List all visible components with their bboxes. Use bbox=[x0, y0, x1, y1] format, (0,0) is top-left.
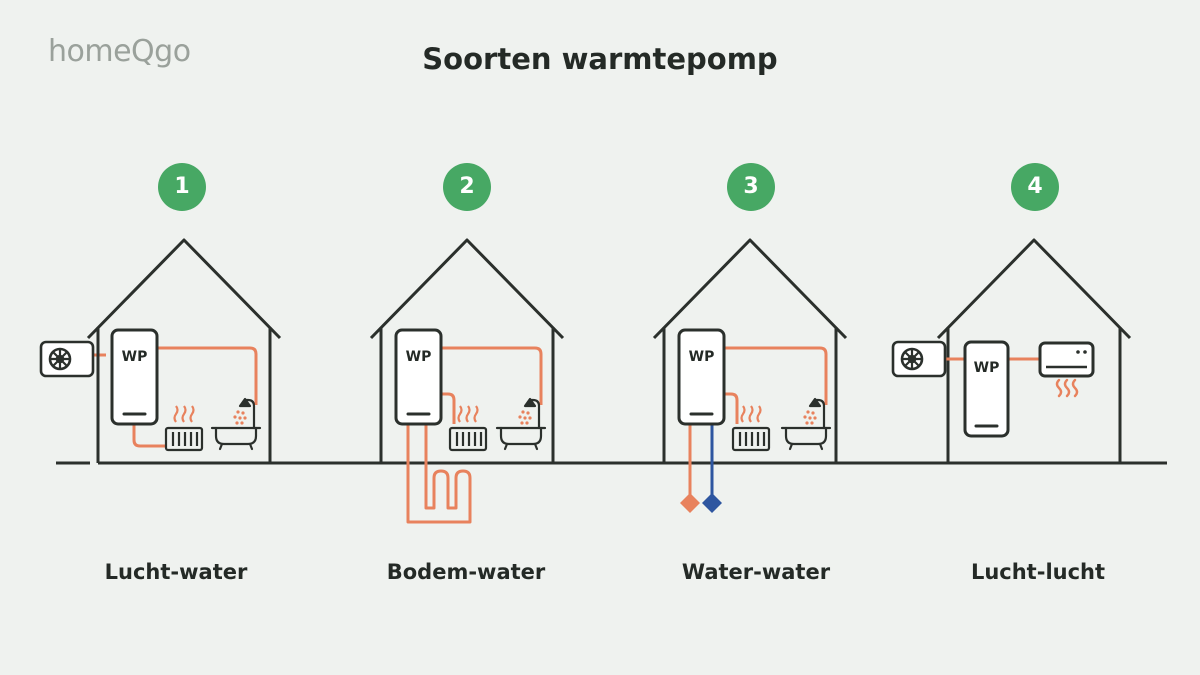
well-warm-icon bbox=[680, 493, 700, 513]
type-label-water-water: Water-water bbox=[681, 560, 831, 584]
radiator-icon bbox=[164, 404, 204, 452]
bathtub-icon bbox=[210, 397, 262, 451]
house-outline-icon bbox=[369, 238, 565, 463]
step-badge-3: 3 bbox=[727, 163, 775, 211]
type-label-lucht-water: Lucht-water bbox=[104, 560, 248, 584]
house-lucht-lucht: WP bbox=[891, 238, 1132, 463]
heat-pump-label: WP bbox=[122, 349, 148, 365]
heat-pump-unit bbox=[394, 328, 443, 426]
well-cold-icon bbox=[702, 493, 722, 513]
bathtub-icon bbox=[495, 397, 547, 451]
heat-pump-unit bbox=[110, 328, 159, 426]
house-outline-icon bbox=[936, 238, 1132, 463]
bathtub-icon bbox=[780, 397, 832, 451]
heat-pump-label: WP bbox=[689, 349, 715, 365]
house-outline-icon bbox=[86, 238, 282, 463]
type-label-lucht-lucht: Lucht-lucht bbox=[970, 560, 1106, 584]
step-badge-1: 1 bbox=[158, 163, 206, 211]
heat-pump-label: WP bbox=[406, 349, 432, 365]
house-lucht-water: WP bbox=[39, 238, 282, 463]
step-badge-4: 4 bbox=[1011, 163, 1059, 211]
heat-pump-unit bbox=[963, 340, 1010, 438]
type-label-bodem-water: Bodem-water bbox=[386, 560, 546, 584]
house-water-water: WP bbox=[652, 238, 848, 513]
heat-pump-unit bbox=[677, 328, 726, 426]
outdoor-fan-unit-icon bbox=[39, 340, 106, 378]
page-title: Soorten warmtepomp bbox=[422, 42, 778, 76]
step-badge-2: 2 bbox=[443, 163, 491, 211]
outdoor-fan-unit-icon bbox=[891, 340, 947, 378]
heat-pump-label: WP bbox=[974, 360, 1000, 376]
house-outline-icon bbox=[652, 238, 848, 463]
pipe-warm bbox=[132, 346, 258, 448]
house-bodem-water: WP bbox=[369, 238, 565, 524]
pipe-warm bbox=[442, 346, 543, 424]
ground-loop-pipe bbox=[406, 424, 472, 524]
air-conditioner-icon bbox=[1038, 341, 1095, 398]
homeqgo-logo: homeQgo bbox=[48, 34, 191, 69]
pipe-warm bbox=[725, 346, 828, 424]
